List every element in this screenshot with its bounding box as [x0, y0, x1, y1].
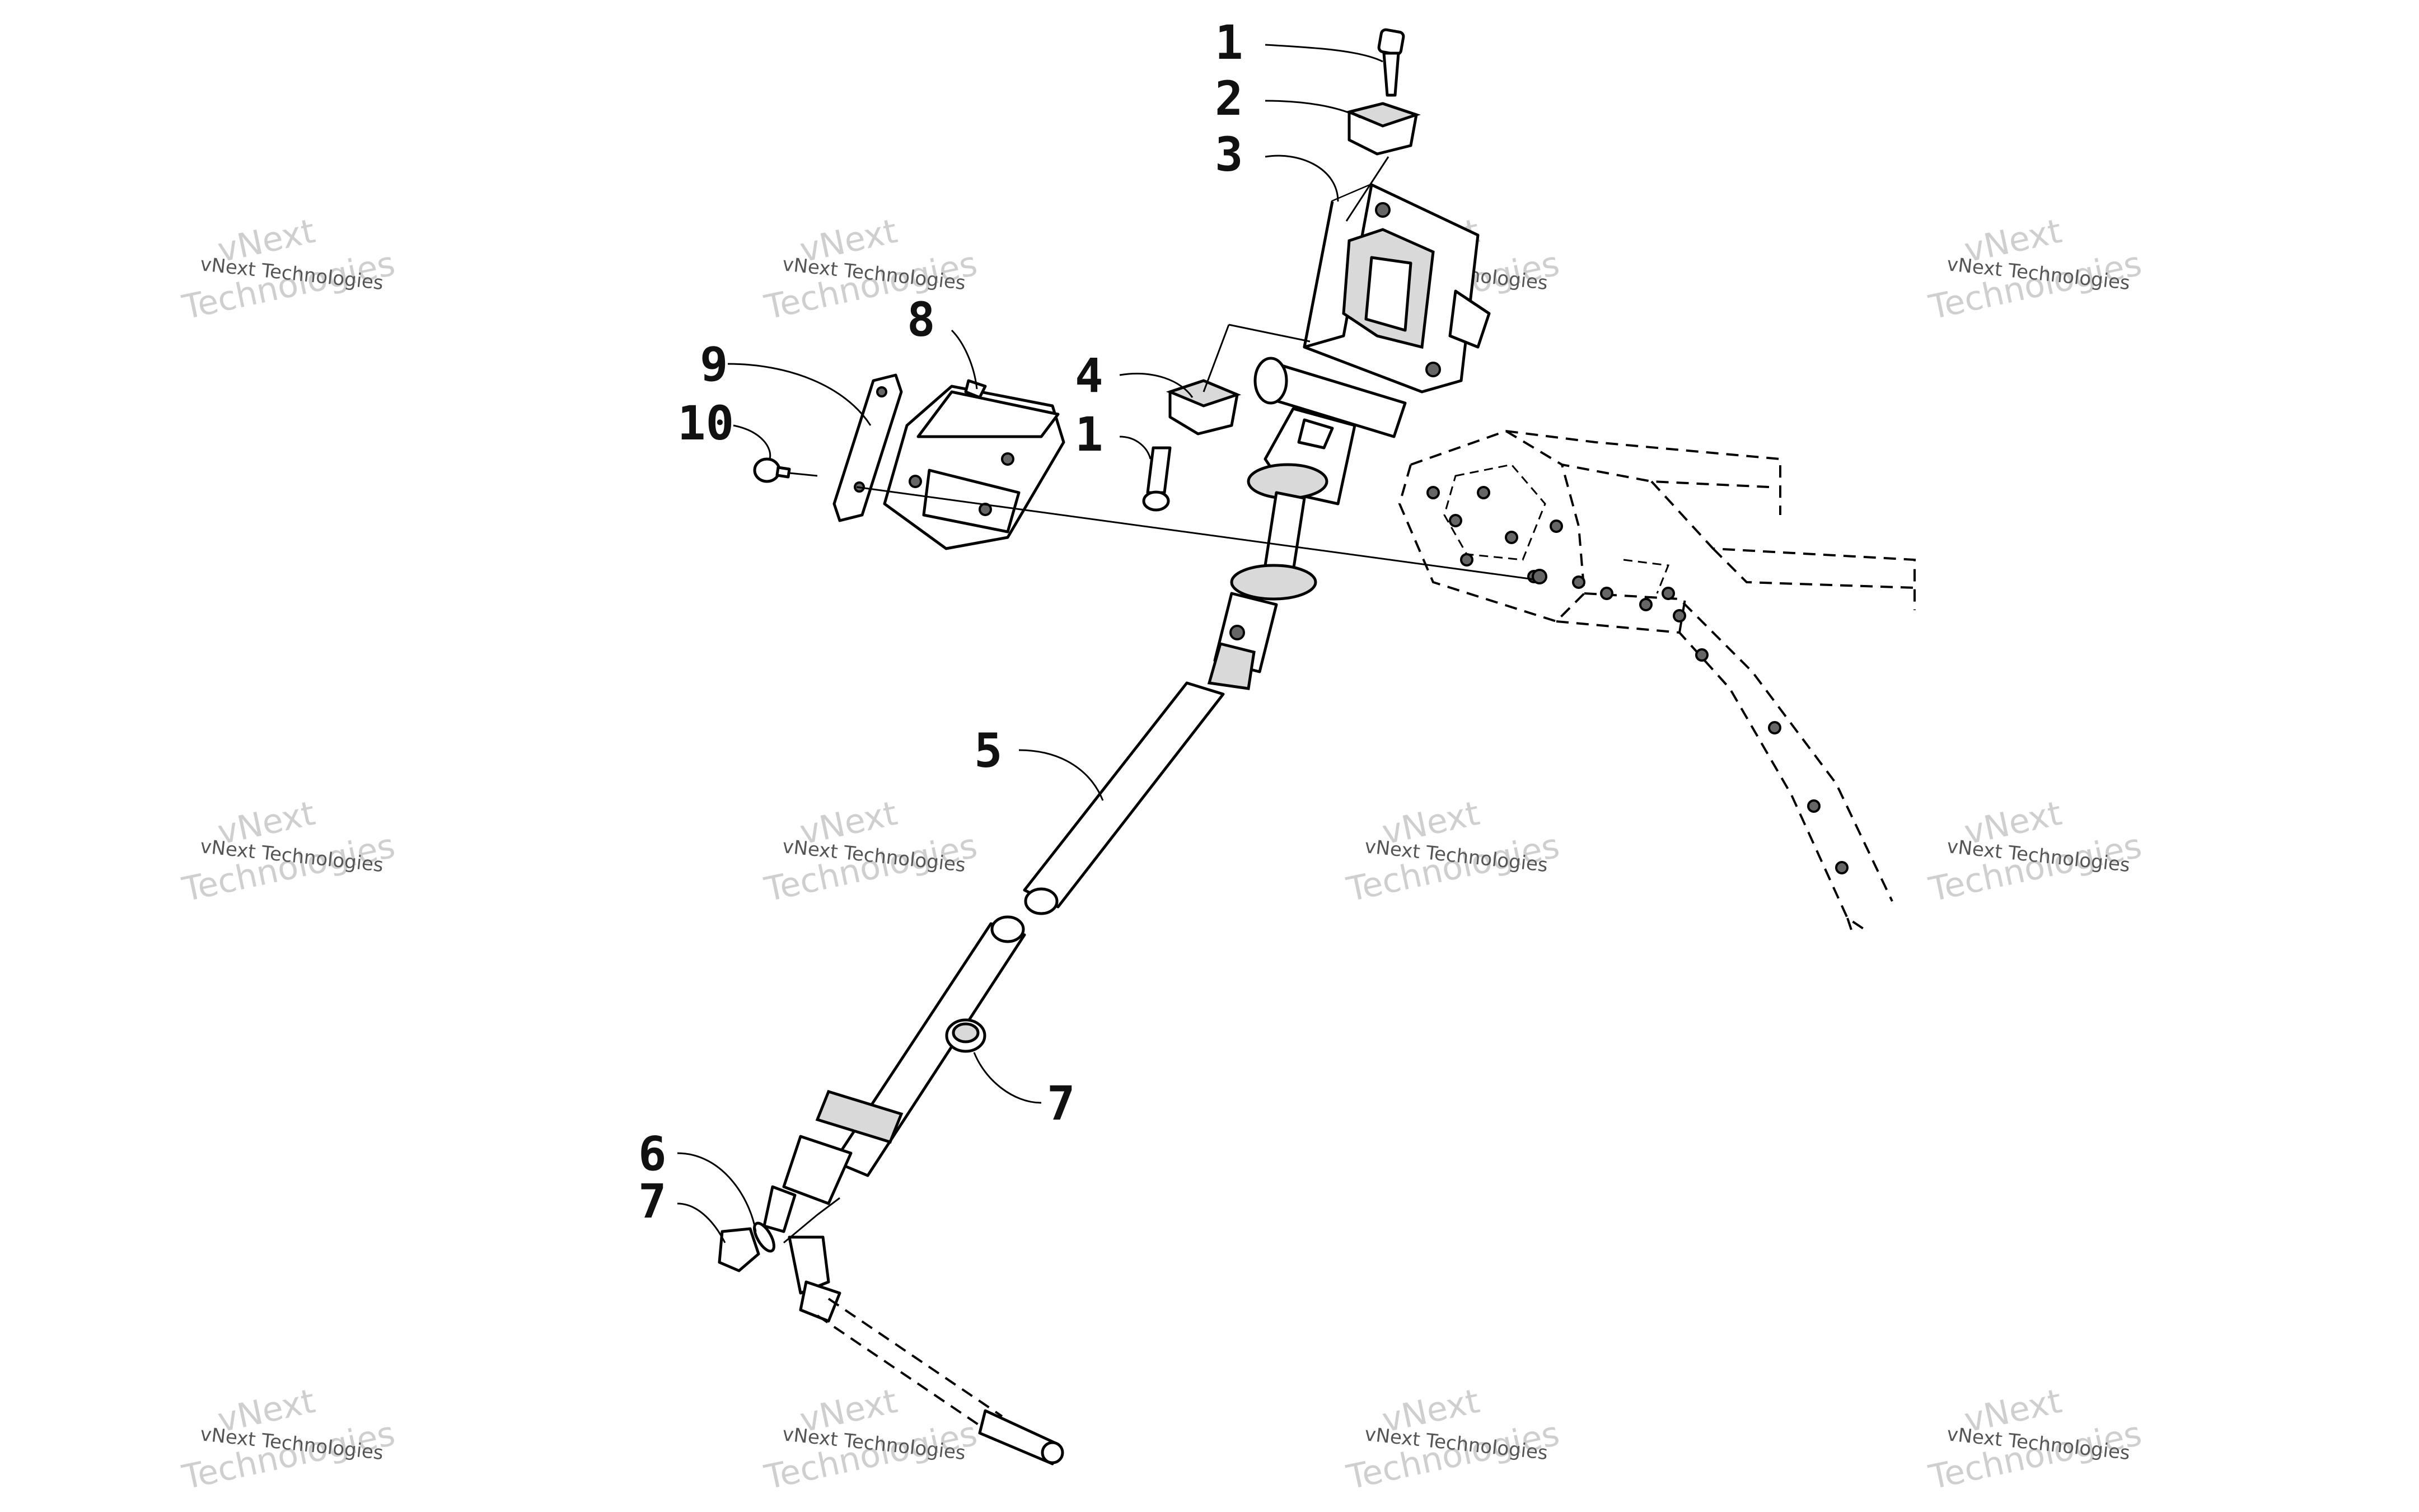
assembly-lines	[783, 156, 1534, 1244]
mounting-plate	[832, 373, 903, 522]
lower-nut	[718, 1227, 760, 1272]
callout-1-lower-bolt: 1	[1075, 407, 1103, 462]
callout-8-cover: 8	[907, 292, 935, 347]
steering-post-head	[1230, 357, 1407, 601]
callout-5-shaft: 5	[974, 723, 1003, 778]
callout-9-plate: 9	[700, 337, 728, 392]
callout-4-lower-clamp: 4	[1075, 348, 1103, 403]
steering-shaft	[762, 681, 1225, 1233]
lower-washer	[753, 1221, 775, 1253]
flange-bolt	[753, 457, 791, 483]
callout-7-lower-nut: 7	[638, 1174, 667, 1229]
mid-nut	[945, 1018, 986, 1053]
upper-bolt	[1377, 28, 1405, 97]
callout-7-mid-nut: 7	[1047, 1076, 1075, 1131]
steering-cover	[883, 379, 1065, 550]
upper-clamp	[1345, 102, 1421, 156]
callout-labels: 1 2 3 8 9 4 10 1 5 7 6 7	[638, 15, 1243, 1229]
frame-section	[1398, 429, 1916, 935]
callout-1-upper-bolt: 1	[1215, 15, 1243, 70]
callout-6-washer: 6	[638, 1126, 667, 1181]
callout-3-bracket: 3	[1215, 127, 1243, 182]
callout-leaders	[677, 44, 1383, 1243]
universal-joint	[1207, 592, 1278, 690]
lower-bolt	[1142, 446, 1172, 512]
lower-clamp	[1166, 379, 1242, 436]
callout-2-upper-clamp: 2	[1215, 71, 1243, 126]
steering-bracket	[1303, 183, 1491, 394]
callout-10-flange-bolt: 10	[677, 396, 734, 451]
tie-rod	[788, 1235, 1064, 1466]
